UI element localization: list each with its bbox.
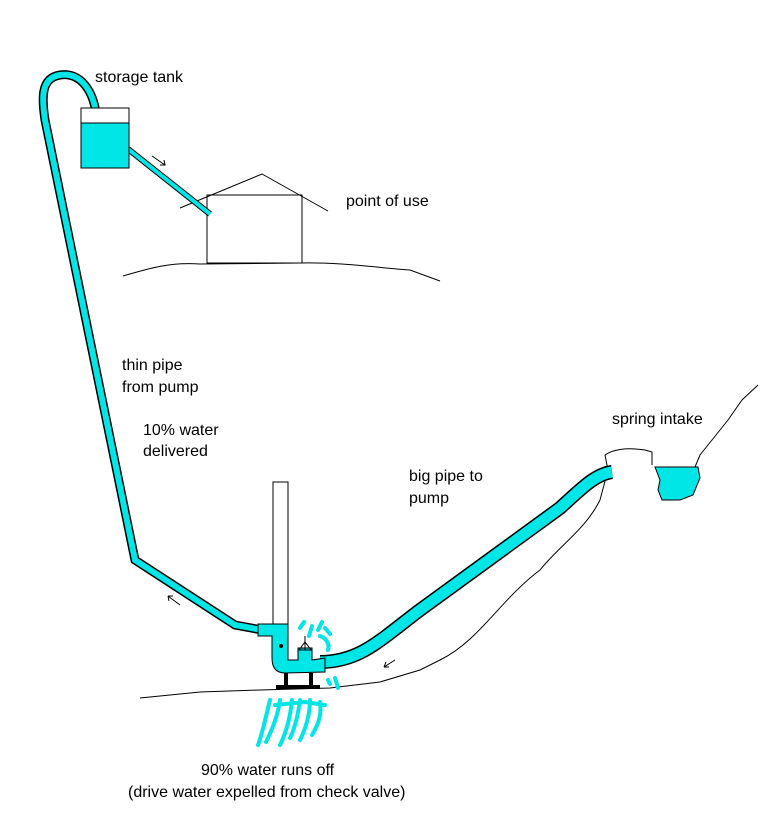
- air-standpipe: [272, 481, 289, 628]
- house-point-of-use: [179, 173, 329, 264]
- label-spring-intake: spring intake: [612, 411, 703, 428]
- label-runoff-2: (drive water expelled from check valve): [128, 784, 406, 801]
- thin-delivery-pipe: [38, 70, 263, 635]
- label-storage-tank: storage tank: [95, 69, 184, 86]
- ground-pump: [139, 384, 759, 699]
- label-thin-pipe-2: from pump: [122, 379, 199, 396]
- water-splash: [256, 620, 340, 747]
- supply-pipe-to-house: [126, 146, 212, 217]
- label-point-of-use: point of use: [346, 193, 429, 210]
- flow-arrow-icon: [151, 155, 166, 166]
- storage-tank: [80, 107, 130, 169]
- label-delivered-1: 10% water: [143, 422, 219, 439]
- label-thin-pipe-1: thin pipe: [122, 357, 183, 374]
- label-big-pipe-1: big pipe to: [409, 468, 483, 485]
- label-big-pipe-2: pump: [409, 490, 450, 507]
- flow-arrow-icon: [167, 595, 181, 606]
- flow-arrow-icon: [383, 659, 396, 668]
- spring-intake: [654, 466, 701, 501]
- ram-pump: [257, 623, 326, 689]
- ground-house: [122, 262, 441, 282]
- big-drive-pipe: [319, 465, 614, 669]
- label-delivered-2: delivered: [143, 443, 208, 460]
- label-runoff-1: 90% water runs off: [201, 762, 335, 779]
